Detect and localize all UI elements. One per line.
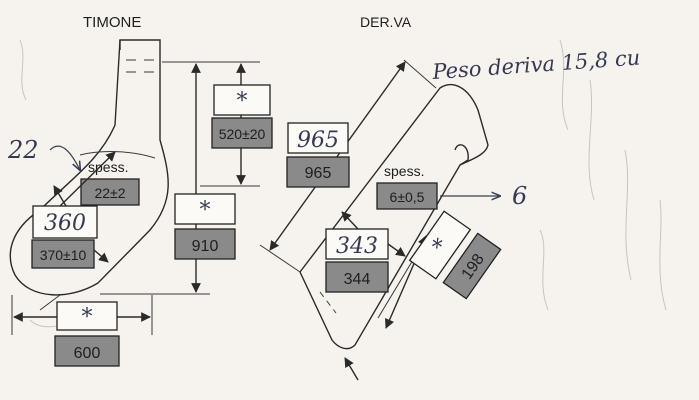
timone-total-written: * — [200, 198, 211, 223]
weight-note: Peso deriva 15,8 cu — [431, 46, 641, 85]
timone-total-value: 910 — [192, 238, 219, 255]
timone-width-box — [54, 335, 120, 367]
title-timone: TIMONE — [83, 14, 141, 31]
deriva-width-value: 344 — [344, 271, 371, 288]
deriva-length-box — [286, 156, 350, 188]
deriva-side-written-box — [408, 210, 472, 280]
deriva-width-box — [325, 261, 389, 293]
deriva-width-pointer-up — [341, 211, 359, 230]
timone-thickness-box — [80, 178, 140, 206]
timone-diagonal-value: 370±10 — [40, 247, 87, 263]
deriva-width-written-box — [325, 228, 389, 260]
deriva-width-pointer-right — [387, 243, 406, 257]
deriva-length-value: 965 — [305, 165, 332, 182]
timone-diagonal-pointer-up — [59, 151, 116, 207]
timone-top-written: * — [237, 89, 248, 114]
deriva-width-written: 343 — [336, 234, 378, 259]
deriva-side-group: * — [408, 210, 472, 280]
timone-diagonal-pointer-down — [93, 249, 109, 263]
deriva-spess-label: spess. — [384, 163, 424, 179]
timone-diagonal-written: 360 — [44, 211, 86, 236]
deriva-thickness-written: 6 — [512, 182, 527, 210]
timone-total-box — [174, 228, 236, 260]
rudder-outline — [9, 39, 169, 311]
timone-thickness-pointer — [53, 185, 67, 207]
deriva-side-box — [442, 232, 502, 300]
timone-width-written-box — [56, 301, 118, 331]
timone-thickness-written: 22 — [7, 136, 39, 164]
timone-top-value: 520±20 — [219, 126, 266, 142]
deriva-side-printed-group: 198 — [442, 232, 502, 300]
deriva-length-written-box — [287, 122, 349, 154]
deriva-thickness-value: 6±0,5 — [390, 189, 425, 205]
timone-thickness-value: 22±2 — [94, 185, 125, 201]
title-deriva: DER.VA — [360, 14, 412, 30]
timone-thickness-hand-arrow — [49, 145, 80, 170]
timone-width-written: * — [82, 305, 93, 330]
deriva-thickness-box — [376, 182, 438, 210]
timone-width-value: 600 — [74, 345, 101, 362]
deriva-outline — [259, 59, 489, 381]
timone-total-written-box — [174, 193, 236, 225]
deriva-length-written: 965 — [297, 128, 339, 153]
timone-diagonal-written-box — [32, 205, 98, 239]
timone-spess-label: spess. — [88, 159, 128, 175]
timone-top-written-box — [213, 84, 271, 116]
timone-diagonal-box — [31, 239, 95, 269]
